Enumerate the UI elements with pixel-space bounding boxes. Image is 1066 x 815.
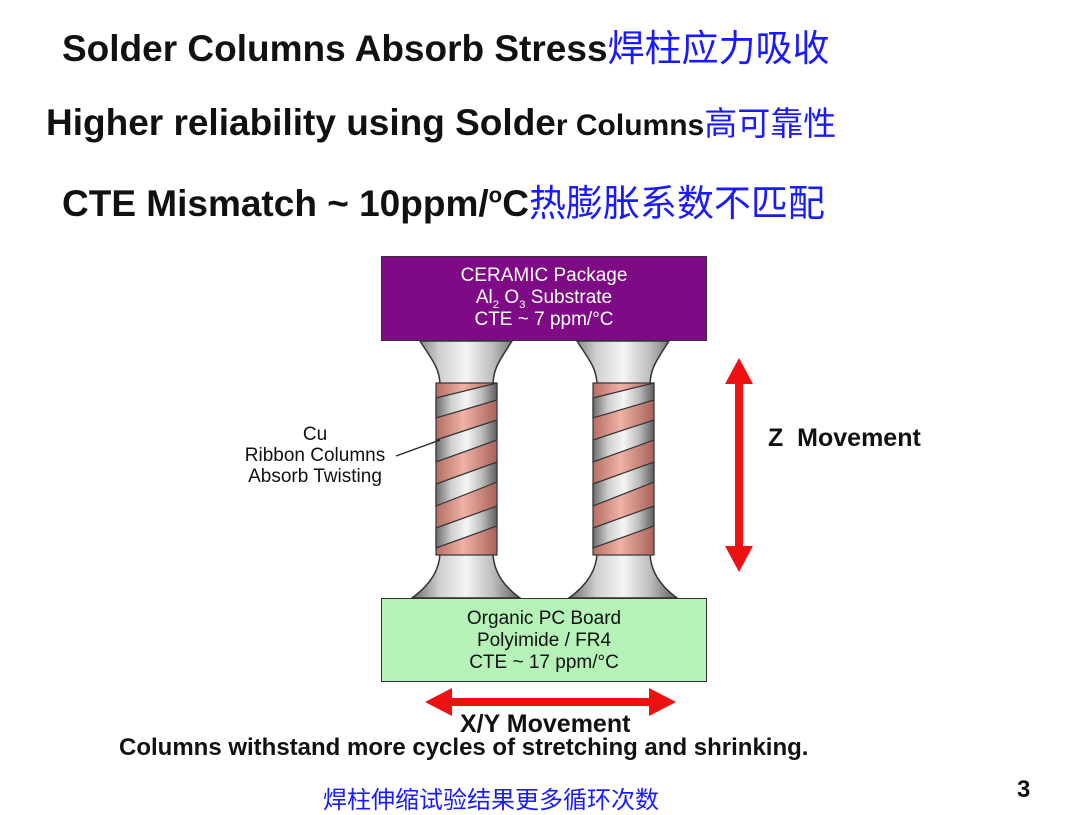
al-text: Al xyxy=(475,287,493,308)
title-line-1: Solder Columns Absorb Stress焊柱应力吸收 xyxy=(62,18,830,72)
title-line-2-en-a: Higher reliability using Solde xyxy=(46,102,556,143)
left-solder-column xyxy=(409,340,523,599)
pc-board-box: Organic PC Board Polyimide / FR4 CTE ~ 1… xyxy=(381,598,707,682)
caption-en: Columns withstand more cycles of stretch… xyxy=(119,734,809,761)
z-movement-arrow xyxy=(725,358,753,572)
left-ribbon-wraps xyxy=(435,382,498,549)
caption-zh: 焊柱伸缩试验结果更多循环次数 xyxy=(323,786,659,814)
al-subscript: 2 xyxy=(492,298,500,311)
substrate-text: Substrate xyxy=(525,287,613,308)
z-movement-label: Z Movement xyxy=(768,424,921,452)
xy-movement-label: X/Y Movement xyxy=(460,710,631,738)
annotation-line-2: Ribbon Columns xyxy=(244,445,386,466)
title-line-3: CTE Mismatch ~ 10ppm/oC热膨胀系数不匹配 xyxy=(62,173,825,227)
title-line-3-en-a: CTE Mismatch ~ 10ppm/ xyxy=(62,183,489,224)
ceramic-substrate: Al2 O3 Substrate xyxy=(382,287,706,311)
title-line-1-en: Solder Columns Absorb Stress xyxy=(62,28,608,69)
right-ribbon-wraps xyxy=(592,382,655,549)
ceramic-package-box: CERAMIC Package Al2 O3 Substrate CTE ~ 7… xyxy=(381,256,707,341)
annotation-line-3: Absorb Twisting xyxy=(248,466,382,487)
annotation-leader xyxy=(395,439,441,457)
ceramic-title: CERAMIC Package xyxy=(460,265,628,286)
pcb-cte: CTE ~ 17 ppm/°C xyxy=(469,652,619,673)
pcb-material: Polyimide / FR4 xyxy=(476,630,612,651)
o-text: O xyxy=(499,287,520,308)
page-number: 3 xyxy=(1017,776,1031,803)
annotation-line-1: Cu xyxy=(302,424,328,445)
pcb-title: Organic PC Board xyxy=(466,608,622,629)
degree-sup: o xyxy=(488,182,503,208)
cu-ribbon-annotation: Cu Ribbon Columns Absorb Twisting xyxy=(234,424,396,487)
o-subscript: 3 xyxy=(519,298,526,311)
ceramic-cte: CTE ~ 7 ppm/°C xyxy=(474,309,614,330)
title-line-2: Higher reliability using Solder Columns高… xyxy=(46,97,836,145)
title-line-2-en-b: r Columns xyxy=(555,109,705,142)
title-line-1-zh: 焊柱应力吸收 xyxy=(607,27,830,70)
right-solder-column xyxy=(566,340,680,599)
title-line-3-zh: 热膨胀系数不匹配 xyxy=(528,182,825,225)
title-line-2-zh: 高可靠性 xyxy=(704,104,837,143)
xy-movement-arrow xyxy=(425,688,676,716)
title-line-3-en-b: C xyxy=(502,183,529,224)
